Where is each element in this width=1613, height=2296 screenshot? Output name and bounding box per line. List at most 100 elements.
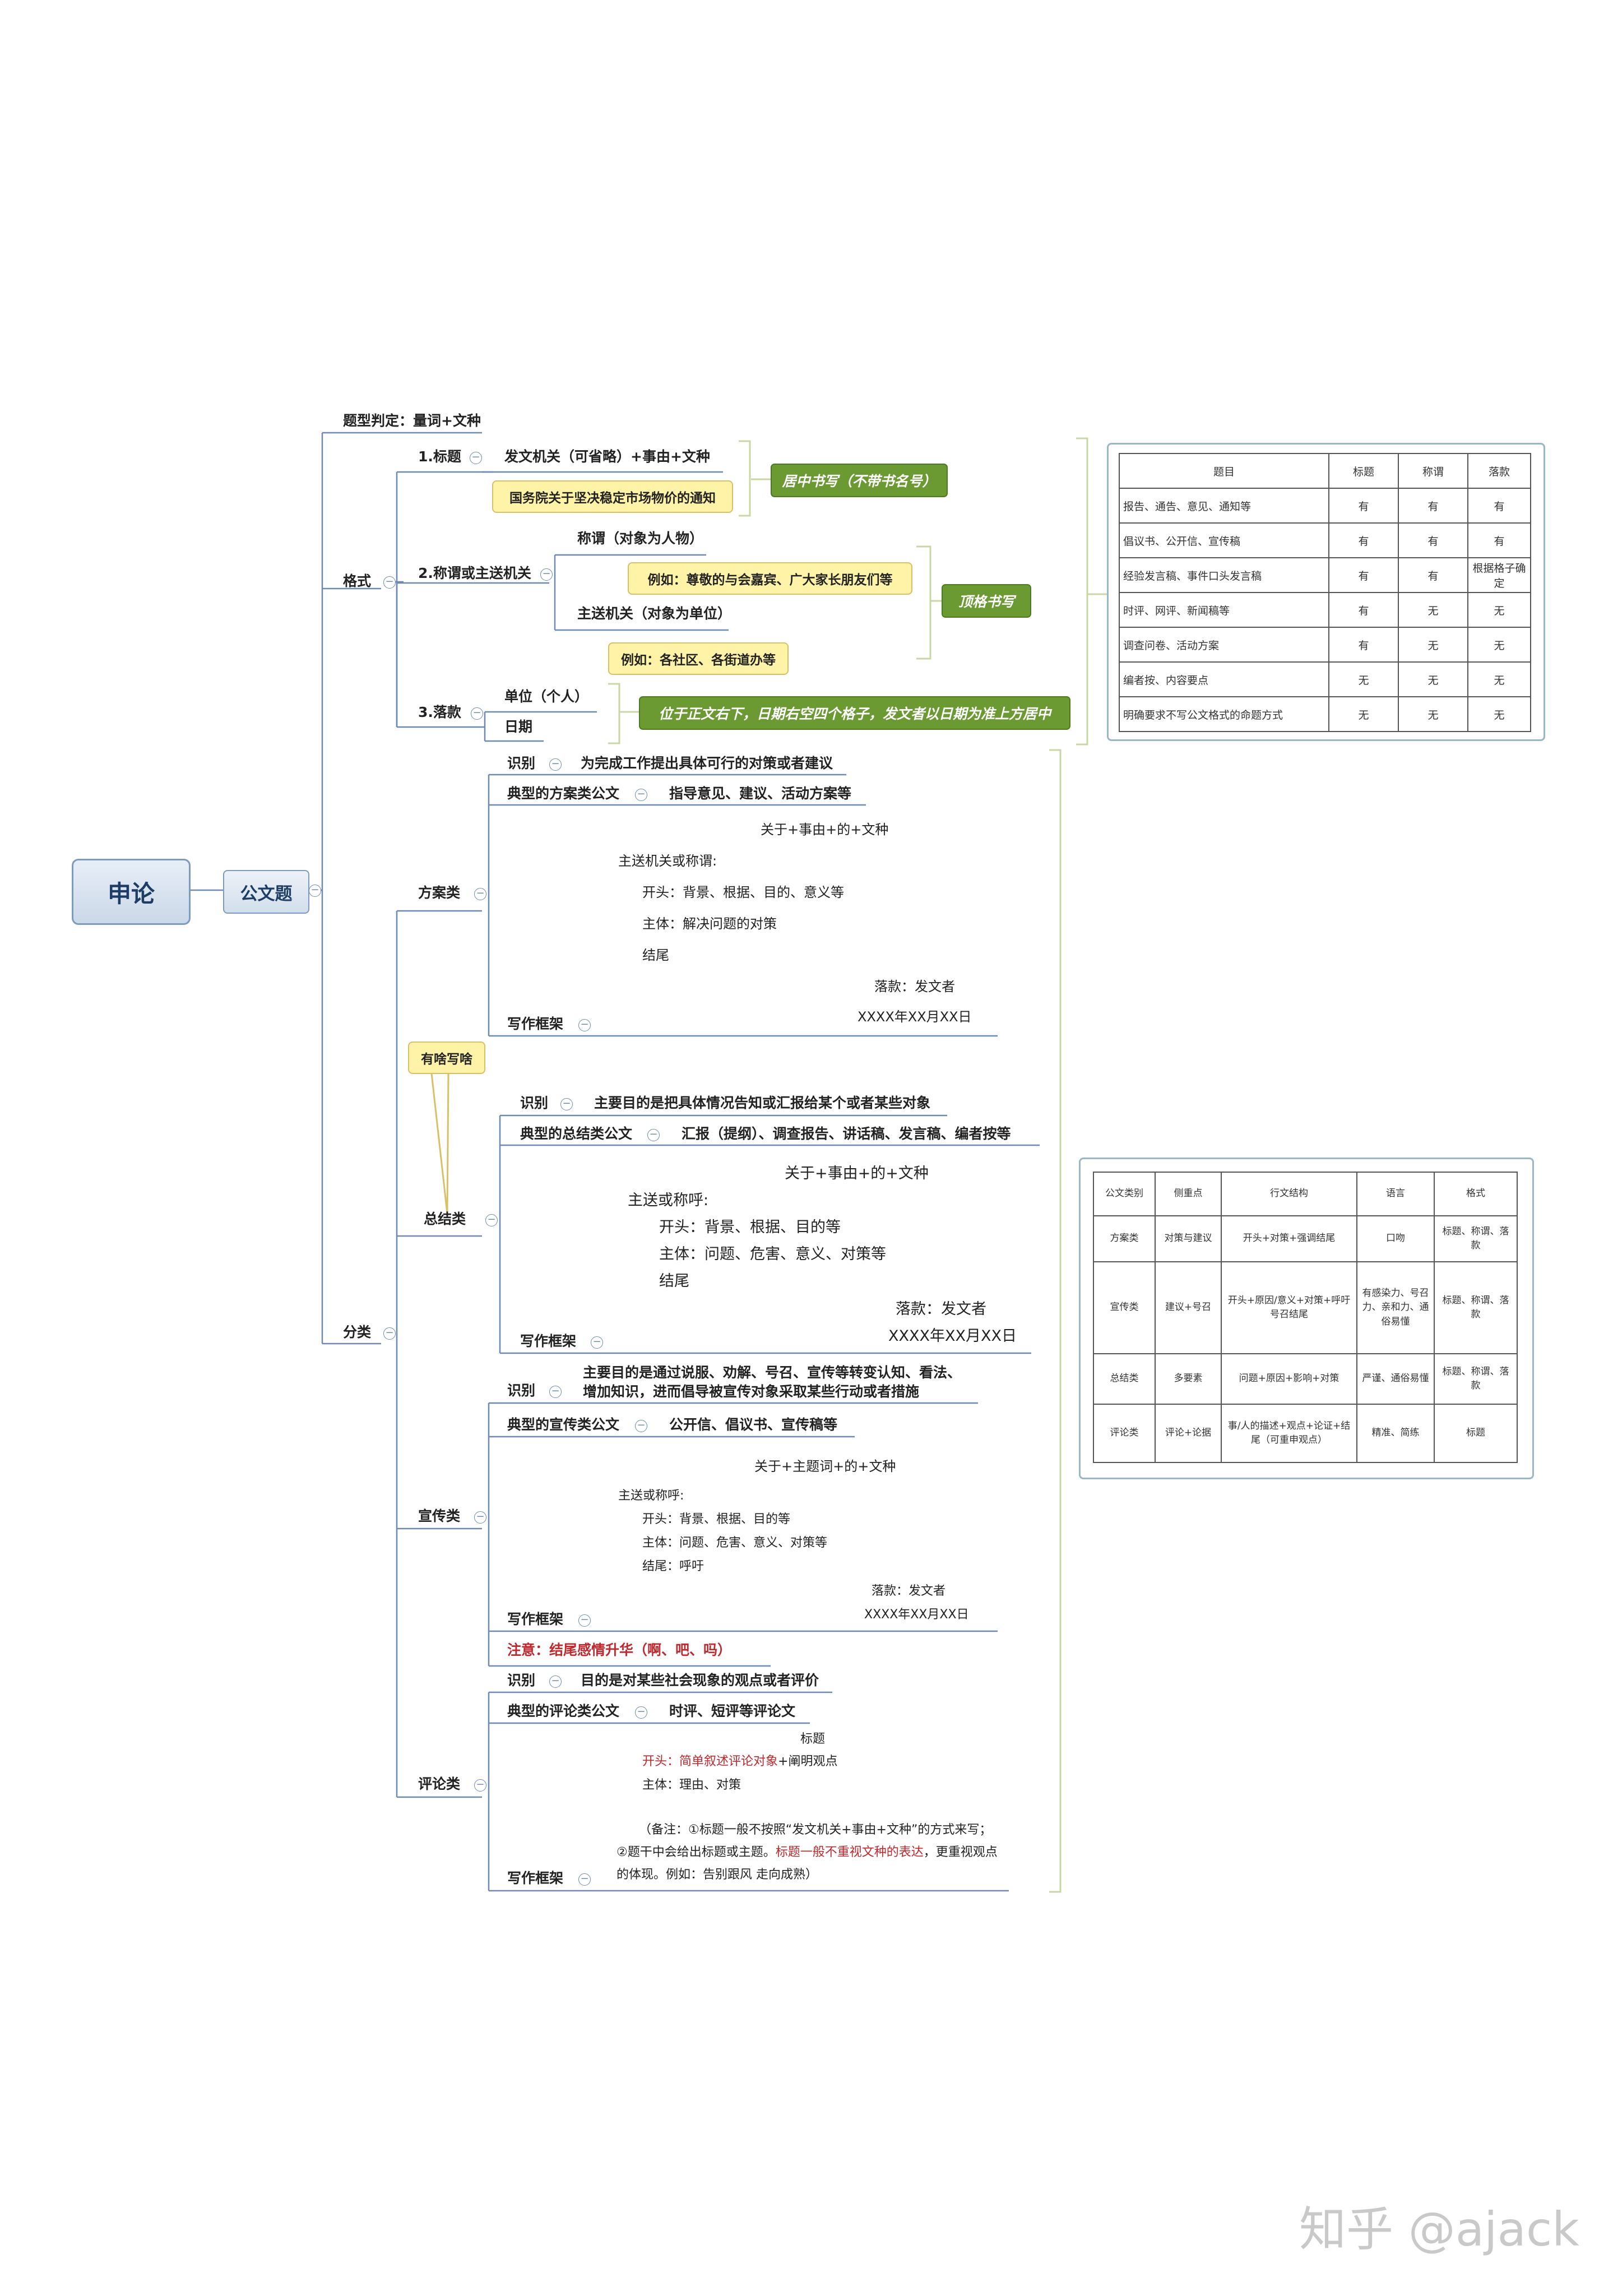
table-row: 方案类 对策与建议 开头+对策+强调结尾 口吻 标题、称谓、落款 bbox=[1093, 1215, 1518, 1262]
collapse-icon[interactable]: − bbox=[549, 1675, 562, 1688]
format-table-cell: 无 bbox=[1328, 696, 1399, 732]
promo-frame-label[interactable]: 写作框架 bbox=[507, 1611, 564, 1627]
summary-label[interactable]: 总结类 bbox=[424, 1211, 466, 1227]
format-table-cell: 有 bbox=[1398, 557, 1468, 593]
comment-open-suffix: +阐明观点 bbox=[778, 1755, 838, 1769]
format-table-cell: 调查问卷、活动方案 bbox=[1119, 627, 1329, 663]
collapse-icon[interactable]: − bbox=[540, 568, 553, 581]
types-table-cell: 建议+号召 bbox=[1155, 1261, 1222, 1354]
promo-identify-text-2: 增加知识，进而倡导被宣传对象采取某些行动或者措施 bbox=[583, 1383, 920, 1400]
comment-identify-text: 目的是对某些社会现象的观点或者评价 bbox=[581, 1672, 819, 1688]
collapse-icon[interactable]: − bbox=[471, 707, 483, 720]
types-table-cell: 标题、称谓、落款 bbox=[1434, 1353, 1518, 1405]
comment-label[interactable]: 评论类 bbox=[418, 1776, 461, 1792]
format-table-cell: 有 bbox=[1328, 557, 1399, 593]
format-table-header: 标题 bbox=[1328, 453, 1399, 489]
summary-frame-label[interactable]: 写作框架 bbox=[520, 1333, 577, 1349]
collapse-icon[interactable]: − bbox=[470, 452, 482, 464]
collapse-icon[interactable]: − bbox=[485, 1214, 498, 1226]
format-table-cell: 无 bbox=[1467, 592, 1531, 628]
comment-typical-label[interactable]: 典型的评论类公文 bbox=[507, 1703, 620, 1719]
collapse-icon[interactable]: − bbox=[591, 1336, 603, 1349]
comment-identify-label[interactable]: 识别 bbox=[507, 1672, 536, 1688]
summary-typical-label[interactable]: 典型的总结类公文 bbox=[520, 1126, 633, 1142]
collapse-icon[interactable]: − bbox=[474, 888, 486, 900]
collapse-icon[interactable]: − bbox=[383, 1327, 396, 1340]
plan-frame-date: XXXX年XX月XX日 bbox=[858, 1009, 972, 1025]
title-example-note: 国务院关于坚决稳定市场物价的通知 bbox=[492, 480, 733, 513]
collapse-icon[interactable]: − bbox=[560, 1098, 573, 1110]
main-node[interactable]: 公文题 bbox=[223, 870, 309, 914]
what-to-write-note: 有啥写啥 bbox=[408, 1041, 485, 1074]
format-table-cell: 无 bbox=[1398, 661, 1468, 697]
collapse-icon[interactable]: − bbox=[635, 1420, 647, 1432]
collapse-icon[interactable]: − bbox=[309, 885, 321, 897]
title-label[interactable]: 1.标题 bbox=[418, 448, 461, 465]
format-table-cell: 有 bbox=[1328, 627, 1399, 663]
types-table-cell: 事/人的描述+观点+论证+结尾（可重申观点） bbox=[1221, 1404, 1357, 1463]
collapse-icon[interactable]: − bbox=[635, 789, 647, 801]
root-node[interactable]: 申论 bbox=[72, 859, 191, 925]
collapse-icon[interactable]: − bbox=[578, 1614, 591, 1627]
salutation-example2: 例如：各社区、各街道办等 bbox=[608, 642, 789, 675]
promo-identify-label[interactable]: 识别 bbox=[507, 1382, 536, 1399]
promo-frame-date: XXXX年XX月XX日 bbox=[864, 1608, 969, 1622]
signature-sub1: 单位（个人） bbox=[504, 688, 589, 705]
collapse-icon[interactable]: − bbox=[635, 1706, 647, 1719]
types-table-cell: 方案类 bbox=[1093, 1215, 1156, 1262]
plan-frame-label[interactable]: 写作框架 bbox=[507, 1016, 564, 1032]
types-table-cell: 问题+原因+影响+对策 bbox=[1221, 1353, 1357, 1405]
format-table-cell: 有 bbox=[1328, 488, 1399, 524]
plan-identify-label[interactable]: 识别 bbox=[507, 755, 536, 771]
format-table-cell: 无 bbox=[1398, 627, 1468, 663]
collapse-icon[interactable]: − bbox=[578, 1873, 591, 1886]
promo-label[interactable]: 宣传类 bbox=[418, 1508, 461, 1524]
table-row: 总结类 多要素 问题+原因+影响+对策 严谨、通俗易懂 标题、称谓、落款 bbox=[1093, 1353, 1518, 1405]
summary-frame-title: 关于+事由+的+文种 bbox=[785, 1165, 929, 1182]
format-table-cell: 根据格子确定 bbox=[1467, 557, 1531, 593]
format-table-cell: 有 bbox=[1328, 522, 1399, 558]
comment-typical-text: 时评、短评等评论文 bbox=[669, 1703, 796, 1719]
comment-frame-title: 标题 bbox=[800, 1732, 826, 1746]
types-table-cell: 口吻 bbox=[1356, 1215, 1435, 1262]
signature-sub2: 日期 bbox=[504, 719, 533, 735]
format-table-cell: 倡议书、公开信、宣传稿 bbox=[1119, 522, 1329, 558]
summary-frame-end: 结尾 bbox=[659, 1272, 689, 1290]
promo-frame-sign: 落款：发文者 bbox=[872, 1584, 946, 1598]
format-table-header: 落款 bbox=[1467, 453, 1531, 489]
format-label[interactable]: 格式 bbox=[343, 573, 372, 589]
collapse-icon[interactable]: − bbox=[549, 1386, 562, 1398]
types-table-cell: 标题、称谓、落款 bbox=[1434, 1261, 1518, 1354]
promo-frame-title: 关于+主题词+的+文种 bbox=[754, 1459, 896, 1474]
collapse-icon[interactable]: − bbox=[474, 1779, 486, 1792]
format-table-cell: 有 bbox=[1467, 522, 1531, 558]
summary-identify-label[interactable]: 识别 bbox=[520, 1095, 549, 1111]
salutation-example1: 例如：尊敬的与会嘉宾、广大家长朋友们等 bbox=[628, 562, 912, 595]
summary-frame-to: 主送或称呼: bbox=[628, 1192, 709, 1209]
format-table-header: 称谓 bbox=[1398, 453, 1468, 489]
collapse-icon[interactable]: − bbox=[549, 758, 562, 771]
comment-frame-label[interactable]: 写作框架 bbox=[507, 1870, 564, 1886]
promo-frame-body: 主体：问题、危害、意义、对策等 bbox=[642, 1536, 828, 1550]
types-table-cell: 宣传类 bbox=[1093, 1261, 1156, 1354]
category-label[interactable]: 分类 bbox=[343, 1324, 372, 1340]
signature-label[interactable]: 3.落款 bbox=[418, 704, 461, 720]
collapse-icon[interactable]: − bbox=[474, 1511, 486, 1524]
types-table-cell: 精准、简练 bbox=[1356, 1404, 1435, 1463]
comment-remark-3: 的体现。例如：告别跟风 走向成熟） bbox=[617, 1868, 818, 1882]
salutation-label[interactable]: 2.称谓或主送机关 bbox=[418, 565, 531, 581]
promo-typical-text: 公开信、倡议书、宣传稿等 bbox=[669, 1417, 838, 1433]
collapse-icon[interactable]: − bbox=[578, 1019, 591, 1031]
plan-typical-label[interactable]: 典型的方案类公文 bbox=[507, 785, 620, 802]
plan-frame-title: 关于+事由+的+文种 bbox=[761, 822, 889, 837]
comment-remark-1: （备注：①标题一般不按照“发文机关+事由+文种”的方式来写； bbox=[639, 1823, 992, 1837]
promo-typical-label[interactable]: 典型的宣传类公文 bbox=[507, 1417, 620, 1433]
format-table-header: 题目 bbox=[1119, 453, 1329, 489]
collapse-icon[interactable]: − bbox=[383, 576, 396, 589]
plan-label[interactable]: 方案类 bbox=[418, 885, 461, 901]
format-table-cell: 无 bbox=[1398, 592, 1468, 628]
comment-frame-open: 开头：简单叙述评论对象+阐明观点 bbox=[642, 1755, 837, 1769]
collapse-icon[interactable]: − bbox=[647, 1129, 660, 1141]
types-table-cell: 评论类 bbox=[1093, 1404, 1156, 1463]
